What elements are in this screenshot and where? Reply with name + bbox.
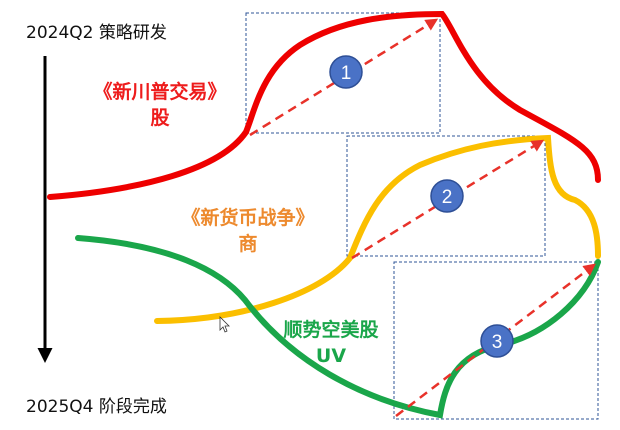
- story-subtitle: UV: [315, 345, 347, 367]
- timeline-end-label: 2025Q4 阶段完成: [26, 397, 167, 417]
- badge-1: 1: [329, 55, 363, 89]
- phase-box-1: [245, 12, 441, 134]
- timeline-start-label: 2024Q2 策略研发: [26, 23, 167, 43]
- badge-1-number: 1: [341, 63, 352, 84]
- red-curve: [47, 10, 601, 200]
- story-label-new-trump-trade: 《新川普交易》 股: [62, 79, 258, 131]
- story-title: 《新川普交易》: [93, 81, 227, 103]
- mouse-cursor-icon: [219, 316, 230, 333]
- phase-box-2: [346, 135, 546, 257]
- story-label-new-currency-war: 《新货币战争》 商: [150, 205, 346, 257]
- green-curve: [75, 235, 601, 419]
- badge-2-number: 2: [442, 187, 453, 208]
- story-label-short-us-stocks: 顺势空美股 UV: [266, 317, 396, 369]
- yellow-curve: [154, 134, 601, 324]
- badge-3: 3: [480, 324, 514, 358]
- phase-box-3: [393, 261, 599, 420]
- badge-3-number: 3: [492, 332, 503, 353]
- badge-2: 2: [430, 179, 464, 213]
- story-title: 《新货币战争》: [181, 207, 315, 229]
- story-subtitle: 商: [238, 233, 258, 255]
- story-title: 顺势空美股: [283, 319, 379, 341]
- story-subtitle: 股: [150, 107, 170, 129]
